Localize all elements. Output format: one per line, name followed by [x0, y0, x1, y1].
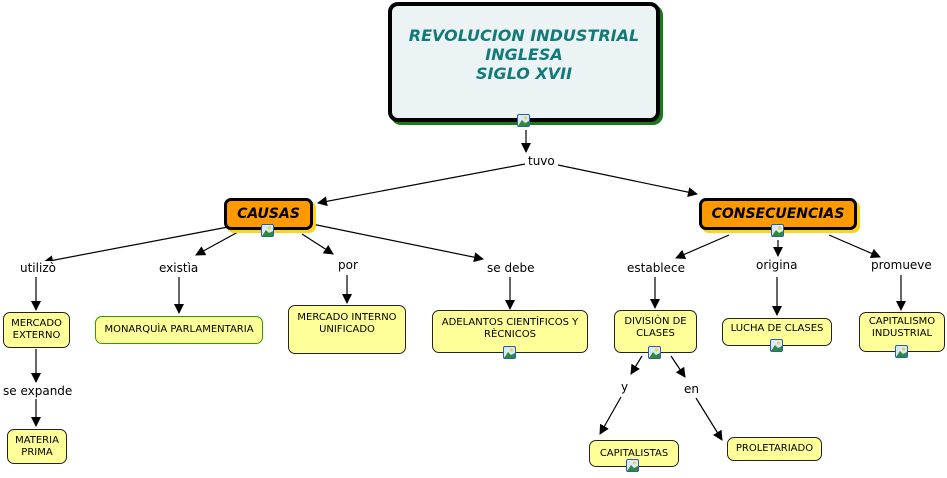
- node-label-line: MATERIA: [15, 434, 59, 446]
- node-monarquia-parlamentaria[interactable]: MONARQUÌA PARLAMENTARIA: [95, 316, 263, 344]
- link-causas-existia: [195, 231, 239, 256]
- image-resource-icon[interactable]: [771, 224, 784, 237]
- node-label-line: PRIMA: [21, 446, 53, 458]
- title-line-3: SIGLO XVII: [475, 63, 573, 83]
- node-label-line: ADELANTOS CIENTÌFICOS Y: [441, 316, 579, 328]
- link-causas-sedebe: [311, 223, 484, 263]
- image-resource-icon[interactable]: [895, 345, 908, 358]
- node-label-line: MERCADO INTERNO: [297, 312, 397, 323]
- image-resource-icon[interactable]: [626, 459, 639, 472]
- node-label-line: INDUSTRIAL: [871, 328, 933, 339]
- node-division-de-clases[interactable]: DIVISIÒN DE CLASES: [614, 310, 697, 353]
- link-consec-establece: [675, 234, 730, 260]
- image-resource-icon[interactable]: [648, 346, 661, 359]
- link-tuvo-causas: [317, 163, 526, 207]
- node-materia-prima[interactable]: MATERIA PRIMA: [7, 429, 67, 464]
- linking-word-se-debe[interactable]: se debe: [485, 261, 537, 275]
- node-label: MONARQUÌA PARLAMENTARIA: [104, 324, 254, 335]
- node-label: PROLETARIADO: [735, 443, 814, 454]
- link-causas-por: [301, 233, 334, 255]
- node-label-line: CLASES: [636, 327, 675, 339]
- linking-word-existia[interactable]: existìa: [157, 261, 201, 275]
- node-label-line: UNIFICADO: [319, 324, 375, 335]
- node-label-line: EXTERNO: [12, 330, 61, 341]
- link-y-capitalistas: [599, 396, 622, 435]
- image-resource-icon[interactable]: [261, 224, 274, 237]
- node-mercado-externo[interactable]: MERCADO EXTERNO: [3, 312, 70, 348]
- linking-word-por[interactable]: por: [336, 258, 360, 272]
- linking-word-tuvo[interactable]: tuvo: [526, 154, 557, 168]
- linking-word-origina[interactable]: origina: [754, 258, 800, 272]
- image-resource-icon[interactable]: [517, 114, 530, 127]
- node-label-line: DIVISIÒN DE: [624, 315, 687, 327]
- link-division-y: [630, 355, 643, 375]
- link-division-en: [670, 355, 686, 378]
- image-resource-icon[interactable]: [503, 346, 516, 359]
- linking-word-establece[interactable]: establece: [625, 261, 688, 275]
- link-consec-promueve: [828, 234, 881, 259]
- node-label-line: RÈCNICOS: [484, 328, 536, 340]
- title-line-1: REVOLUCION INDUSTRIAL: [408, 25, 640, 45]
- linking-word-y[interactable]: y: [619, 380, 631, 394]
- linking-word-promueve[interactable]: promueve: [869, 258, 934, 272]
- node-label: CAPITALISTAS: [599, 447, 669, 459]
- node-consecuencias-label: CONSECUENCIAS: [711, 206, 845, 222]
- link-en-proletariado: [695, 397, 723, 441]
- title-line-2: INGLESA: [485, 44, 563, 64]
- image-resource-icon[interactable]: [770, 339, 783, 352]
- linking-word-utilizo[interactable]: utilizò: [18, 261, 58, 275]
- node-label-line: MERCADO: [11, 318, 62, 329]
- node-mercado-interno[interactable]: MERCADO INTERNO UNIFICADO: [288, 305, 406, 354]
- linking-word-se-expande[interactable]: se expande: [1, 384, 75, 398]
- title-node-revolucion-industrial[interactable]: REVOLUCION INDUSTRIAL INGLESA SIGLO XVII: [388, 2, 660, 122]
- linking-word-en[interactable]: en: [682, 382, 701, 396]
- link-tuvo-consecuencias: [557, 164, 698, 198]
- node-label-line: CAPITALISMO: [868, 316, 936, 327]
- node-causas-label: CAUSAS: [237, 206, 300, 222]
- node-proletariado[interactable]: PROLETARIADO: [727, 437, 822, 461]
- node-label: LUCHA DE CLASES: [730, 323, 824, 334]
- link-causas-utilizo: [43, 226, 229, 266]
